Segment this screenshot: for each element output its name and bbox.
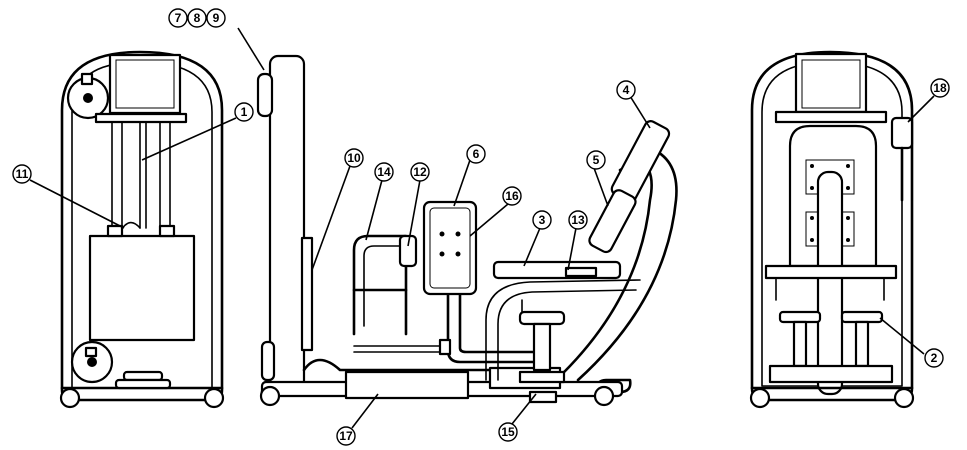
callout-1: 1 (234, 102, 254, 122)
rear-centre-column (816, 170, 844, 396)
callout-17: 17 (336, 426, 356, 446)
rear-foot-left (749, 387, 771, 409)
callout-3: 3 (532, 210, 552, 230)
svg-text:8: 8 (194, 11, 201, 25)
callout-5: 5 (586, 150, 606, 170)
svg-text:3: 3 (539, 213, 546, 227)
svg-text:7: 7 (175, 11, 182, 25)
front-foot-right (203, 387, 225, 409)
svg-text:4: 4 (623, 83, 630, 97)
callout-4: 4 (616, 80, 636, 100)
side-top-pulley (256, 72, 274, 118)
rear-handle (890, 116, 914, 150)
front-foot-left (59, 387, 81, 409)
side-adjuster (528, 390, 558, 404)
svg-text:13: 13 (571, 213, 585, 227)
svg-text:11: 11 (16, 167, 29, 181)
side-leg-frame (352, 234, 408, 336)
side-arm-pad (422, 200, 478, 296)
callout-2: 2 (924, 348, 944, 368)
callout-9: 9 (206, 8, 226, 28)
callout-18: 18 (930, 78, 950, 98)
callout-10: 10 (344, 148, 364, 168)
svg-text:14: 14 (377, 165, 391, 179)
callout-12: 12 (410, 162, 430, 182)
front-weight-stack (88, 234, 196, 342)
callout-badges: 1 2 3 4 5 6 7 8 9 10 11 12 13 14 15 16 1… (12, 8, 950, 446)
callout-13: 13 (568, 210, 588, 230)
svg-text:12: 12 (413, 165, 427, 179)
rear-view (749, 50, 915, 409)
side-seat (492, 260, 622, 280)
svg-text:15: 15 (501, 425, 515, 439)
callout-8: 8 (187, 8, 207, 28)
svg-text:10: 10 (347, 151, 361, 165)
callout-11: 11 (12, 164, 32, 184)
svg-text:6: 6 (473, 147, 480, 161)
callout-16: 16 (502, 186, 522, 206)
side-view (256, 54, 678, 407)
svg-text:2: 2 (931, 351, 938, 365)
callout-14: 14 (374, 162, 394, 182)
rear-seat (764, 264, 898, 280)
rear-foot-right (893, 387, 915, 409)
side-base-housing (344, 370, 470, 400)
front-view (59, 50, 225, 409)
rear-display (794, 52, 868, 114)
side-back-pad-lower (588, 189, 637, 254)
svg-text:9: 9 (213, 11, 220, 25)
svg-text:5: 5 (593, 153, 600, 167)
callout-7: 7 (168, 8, 188, 28)
svg-text:17: 17 (339, 429, 353, 443)
leader-lines (29, 27, 935, 429)
callout-15: 15 (498, 422, 518, 442)
svg-text:16: 16 (505, 189, 519, 203)
front-display (108, 53, 182, 115)
callout-6: 6 (466, 144, 486, 164)
svg-text:1: 1 (241, 105, 248, 119)
side-tower (268, 54, 306, 392)
side-bottom-pulley (260, 340, 276, 382)
svg-text:18: 18 (933, 81, 947, 95)
